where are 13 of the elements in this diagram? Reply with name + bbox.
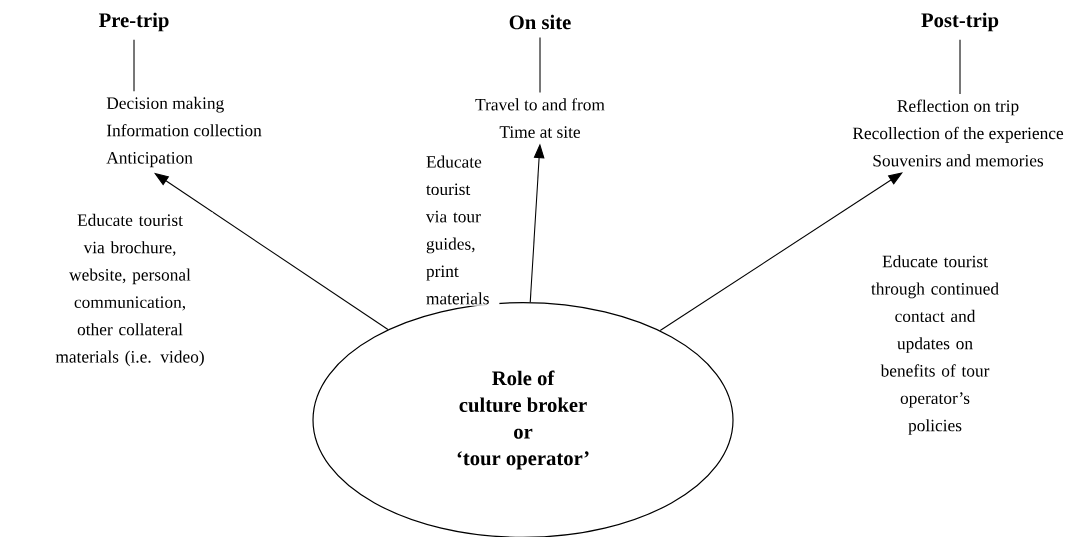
- phase-heading: On site: [509, 14, 571, 30]
- edge-label: Educate tourist via brochure, website, personal communication, other collateral materials (i.e. video): [47, 212, 213, 368]
- phase-list: Reflection on trip Recollection of the experience Souvenirs and memories: [852, 99, 1064, 167]
- connector-line: [133, 39, 135, 92]
- phase-heading: Pre-trip: [99, 12, 169, 32]
- edge-label: Educate tourist through continued contact and updates on benefits of tour operator’s policies: [869, 253, 1001, 437]
- arrow: [659, 172, 903, 332]
- connector-line: [959, 39, 961, 95]
- phase-heading: Post-trip: [921, 12, 999, 32]
- edge-label: Educate tourist via tour guides, print materials: [424, 154, 500, 306]
- phase-list: Travel to and from Time at site: [475, 98, 605, 138]
- connector-line: [539, 37, 541, 94]
- phase-list: Decision making Information collection Anticipation: [106, 96, 262, 168]
